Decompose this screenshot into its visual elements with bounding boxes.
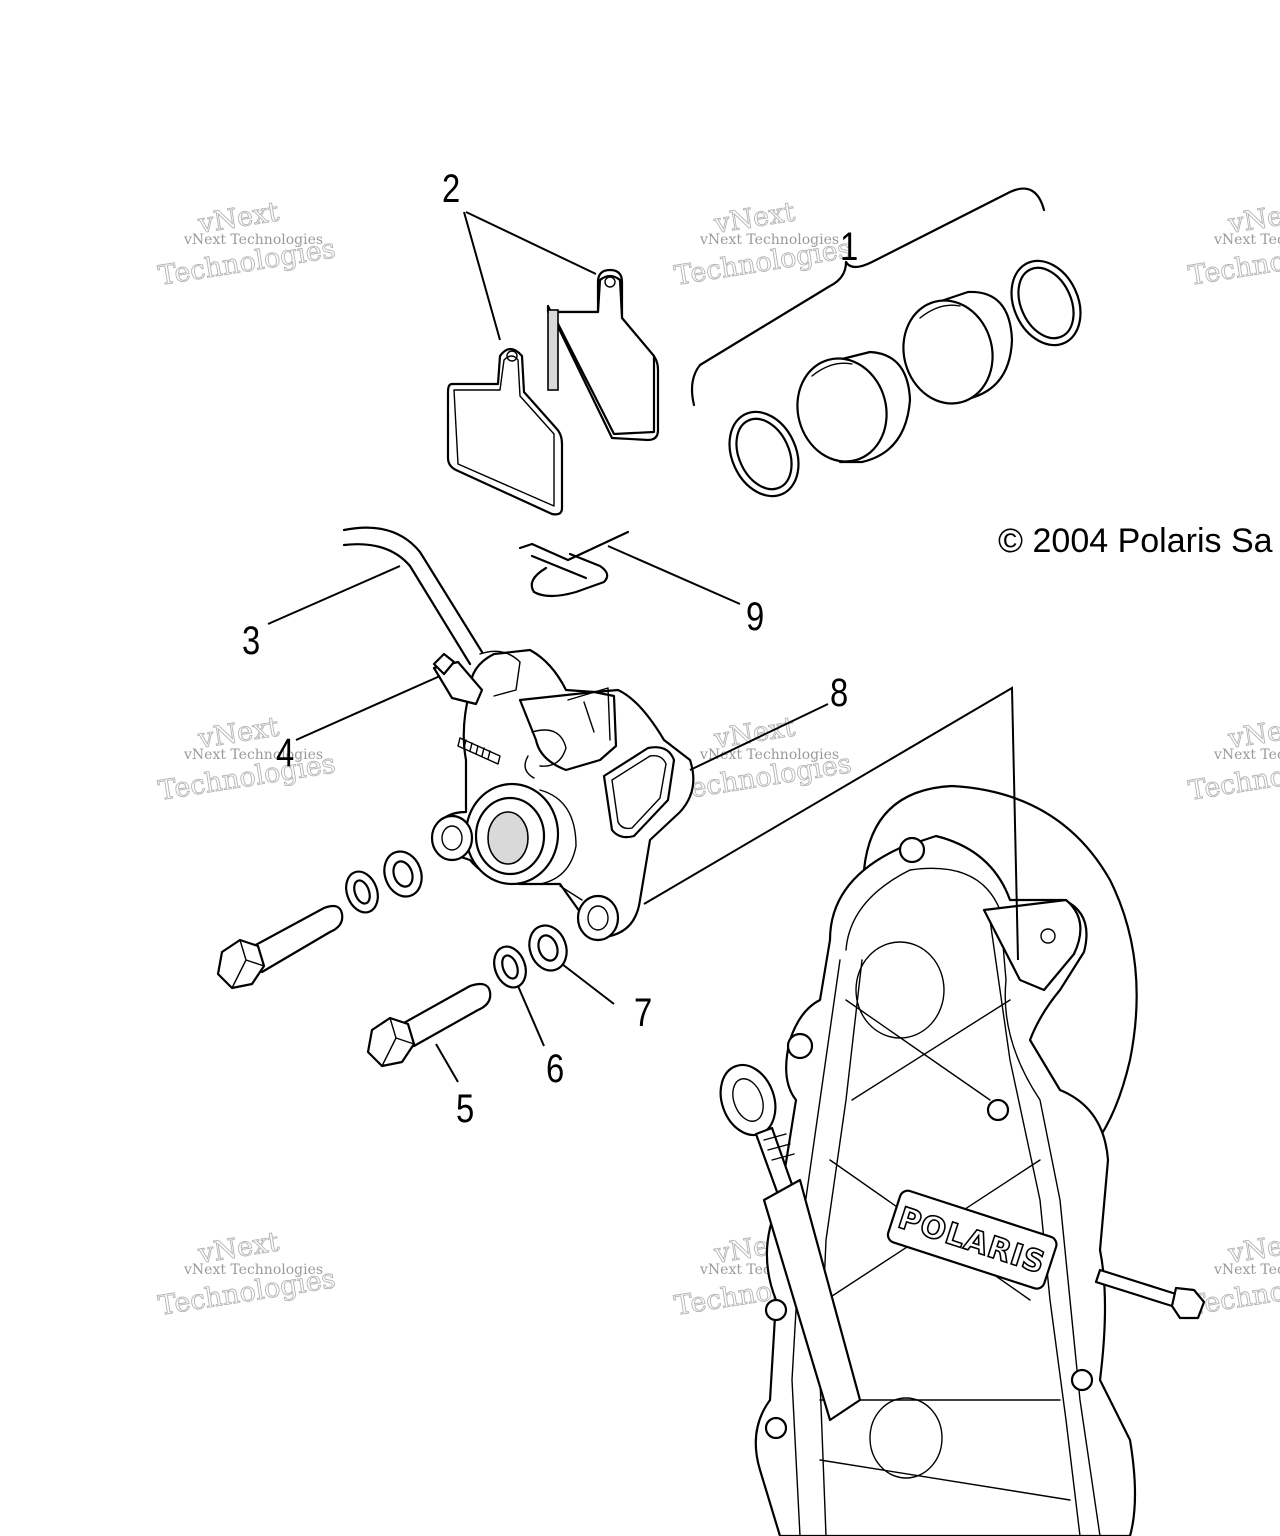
callout-9: 9	[746, 594, 764, 639]
caliper-mount-ear-lower	[576, 894, 620, 942]
brake-line[interactable]	[342, 526, 484, 666]
caliper-serration	[457, 737, 501, 765]
watermark-text: vNext Technologies	[183, 232, 323, 248]
callout-7: 7	[634, 990, 652, 1035]
watermark-text: vNext Technologies	[183, 1262, 323, 1278]
caliper-bore	[464, 782, 577, 886]
callout-5: 5	[456, 1086, 474, 1131]
lock-washer-upper[interactable]	[341, 867, 384, 917]
flat-washer-lower[interactable]	[523, 920, 573, 976]
watermarks: vNext vNext Technologies Technologies vN…	[156, 196, 1280, 1322]
bolt-lower[interactable]	[366, 982, 492, 1068]
callout-2: 2	[442, 166, 460, 211]
side-bolt	[1094, 1268, 1206, 1320]
seal-ring-right	[1010, 259, 1082, 347]
watermark-tile: vNext vNext Technologies Technologies	[156, 711, 338, 807]
watermark-text: vNext Technologies	[699, 232, 839, 248]
piston-right	[902, 290, 1014, 405]
watermark-text: vNext Technologies	[1213, 747, 1280, 763]
leader-lines	[267, 211, 1019, 1083]
flat-washer-upper[interactable]	[378, 846, 428, 902]
watermark-text: vNext Technologies	[1213, 1262, 1280, 1278]
brake-pad-front[interactable]	[446, 347, 564, 516]
watermark-tile: vNext vNext Technologies Technologies	[672, 196, 854, 292]
seal-ring-left	[728, 410, 800, 498]
watermark-text: vNext Technologies	[1213, 232, 1280, 248]
watermark-tile: vNext vNext Technologies Technologies	[1186, 196, 1280, 292]
caliper-mount-ear-upper	[430, 814, 474, 862]
caliper-assembly[interactable]	[430, 648, 695, 942]
copyright-notice: © 2004 Polaris Sa	[998, 522, 1273, 560]
watermark-tile: vNext vNext Technologies Technologies	[672, 711, 854, 807]
callout-4: 4	[276, 730, 294, 775]
tensioner-assembly	[719, 1063, 862, 1422]
watermark-tile: vNext vNext Technologies Technologies	[156, 196, 338, 292]
chaincase: POLARIS	[719, 834, 1206, 1536]
callout-8: 8	[830, 670, 848, 715]
retaining-pin[interactable]	[518, 530, 630, 598]
callout-3: 3	[242, 618, 260, 663]
watermark-text: vNext Technologies	[699, 747, 839, 763]
lock-washer-lower[interactable]	[489, 942, 532, 992]
bolt-upper[interactable]	[216, 904, 344, 990]
callout-6: 6	[546, 1046, 564, 1091]
piston-kit[interactable]	[690, 187, 1094, 508]
piston-left	[796, 350, 912, 464]
watermark-text: vNext Technologies	[183, 747, 323, 763]
callouts: 1 2 3 4 5 6 7 8 9	[242, 166, 858, 1131]
brake-pad-rear[interactable]	[546, 268, 660, 442]
callout-1: 1	[840, 224, 858, 269]
watermark-tile: vNext vNext Technologies Technologies	[1186, 711, 1280, 807]
watermark-tile: vNext vNext Technologies Technologies	[156, 1226, 338, 1322]
brake-disc	[862, 784, 1138, 1152]
